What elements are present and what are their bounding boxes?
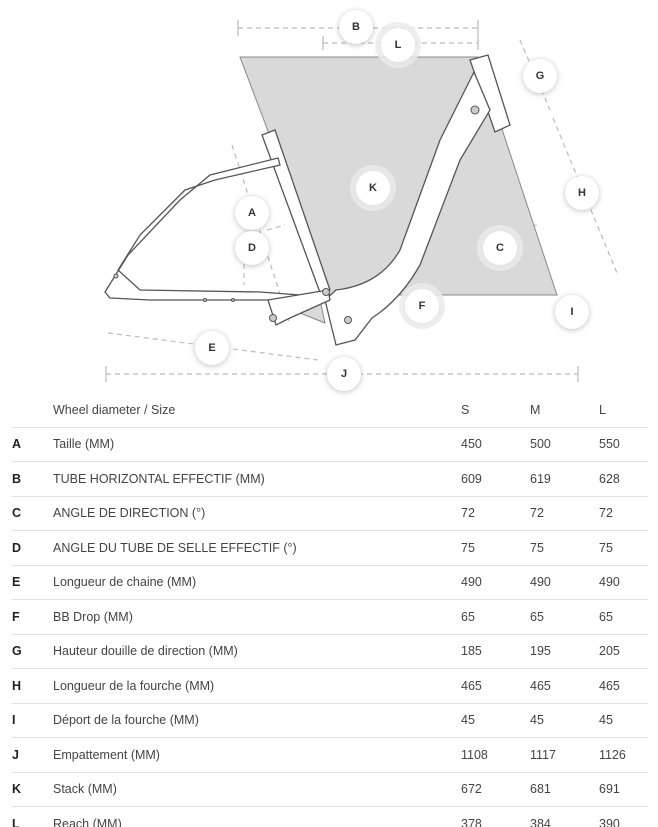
value-l: 65 (599, 599, 648, 635)
value-l: 75 (599, 530, 648, 566)
value-m: 75 (530, 530, 599, 566)
value-m: 195 (530, 634, 599, 669)
value-s: 490 (461, 565, 530, 600)
row-label: Empattement (MM) (53, 737, 461, 773)
bike-frame (104, 54, 511, 346)
row-label: ANGLE DE DIRECTION (°) (53, 496, 461, 531)
row-key: J (12, 737, 53, 773)
value-s: 672 (461, 772, 530, 807)
row-label: TUBE HORIZONTAL EFFECTIF (MM) (53, 461, 461, 497)
value-s: 65 (461, 599, 530, 635)
frame-holes (113, 105, 480, 324)
badge-j[interactable]: J (327, 357, 361, 391)
row-label: ANGLE DU TUBE DE SELLE EFFECTIF (°) (53, 530, 461, 566)
table-row: L Reach (MM) 378 384 390 (12, 807, 648, 827)
frame-geometry-diagram (104, 20, 618, 382)
row-key: I (12, 703, 53, 738)
value-m: 490 (530, 565, 599, 600)
row-key: L (12, 816, 20, 827)
row-label: Longueur de chaine (MM) (53, 565, 461, 600)
value-m: 65 (530, 599, 599, 635)
header-size-l: L (599, 393, 648, 428)
value-s: 1108 (461, 737, 530, 773)
value-s: 378 (461, 816, 482, 827)
value-s: 450 (461, 427, 530, 462)
badge-c[interactable]: C (483, 231, 517, 265)
value-l: 45 (599, 703, 648, 738)
row-label: Stack (MM) (53, 772, 461, 807)
value-m: 45 (530, 703, 599, 738)
badge-l[interactable]: L (381, 28, 415, 62)
value-s: 465 (461, 668, 530, 704)
badge-h[interactable]: H (565, 176, 599, 210)
value-l: 390 (599, 816, 620, 827)
value-m: 384 (530, 816, 551, 827)
value-m: 500 (530, 427, 599, 462)
value-s: 45 (461, 703, 530, 738)
badge-e[interactable]: E (195, 331, 229, 365)
value-s: 72 (461, 496, 530, 531)
value-m: 681 (530, 772, 599, 807)
value-m: 1117 (530, 737, 599, 773)
value-l: 72 (599, 496, 648, 531)
row-key: C (12, 496, 53, 531)
badge-k[interactable]: K (356, 171, 390, 205)
value-m: 72 (530, 496, 599, 531)
value-s: 185 (461, 634, 530, 669)
row-label: BB Drop (MM) (53, 599, 461, 635)
value-m: 465 (530, 668, 599, 704)
row-label: Reach (MM) (53, 816, 122, 827)
value-l: 490 (599, 565, 648, 600)
header-size-s: S (461, 393, 530, 428)
badge-a[interactable]: A (235, 196, 269, 230)
value-l: 691 (599, 772, 648, 807)
row-label: Taille (MM) (53, 427, 461, 462)
value-l: 205 (599, 634, 648, 669)
table-header-row: Wheel diameter / Size S M L (12, 393, 648, 428)
row-label: Hauteur douille de direction (MM) (53, 634, 461, 669)
row-key: A (12, 427, 53, 462)
value-s: 609 (461, 461, 530, 497)
value-l: 628 (599, 461, 648, 497)
row-key: G (12, 634, 53, 669)
badge-g[interactable]: G (523, 59, 557, 93)
badge-f[interactable]: F (405, 289, 439, 323)
row-key: D (12, 530, 53, 566)
row-key: H (12, 668, 53, 704)
header-size-m: M (530, 393, 599, 428)
value-m: 619 (530, 461, 599, 497)
row-key: E (12, 565, 53, 600)
value-l: 1126 (599, 737, 648, 773)
row-label: Longueur de la fourche (MM) (53, 668, 461, 704)
value-s: 75 (461, 530, 530, 566)
row-label: Déport de la fourche (MM) (53, 703, 461, 738)
value-l: 550 (599, 427, 648, 462)
row-key: B (12, 461, 53, 497)
badge-i[interactable]: I (555, 295, 589, 329)
header-label: Wheel diameter / Size (53, 393, 461, 428)
row-key: F (12, 599, 53, 635)
value-l: 465 (599, 668, 648, 704)
badge-b[interactable]: B (339, 10, 373, 44)
row-key: K (12, 772, 53, 807)
badge-d[interactable]: D (235, 231, 269, 265)
